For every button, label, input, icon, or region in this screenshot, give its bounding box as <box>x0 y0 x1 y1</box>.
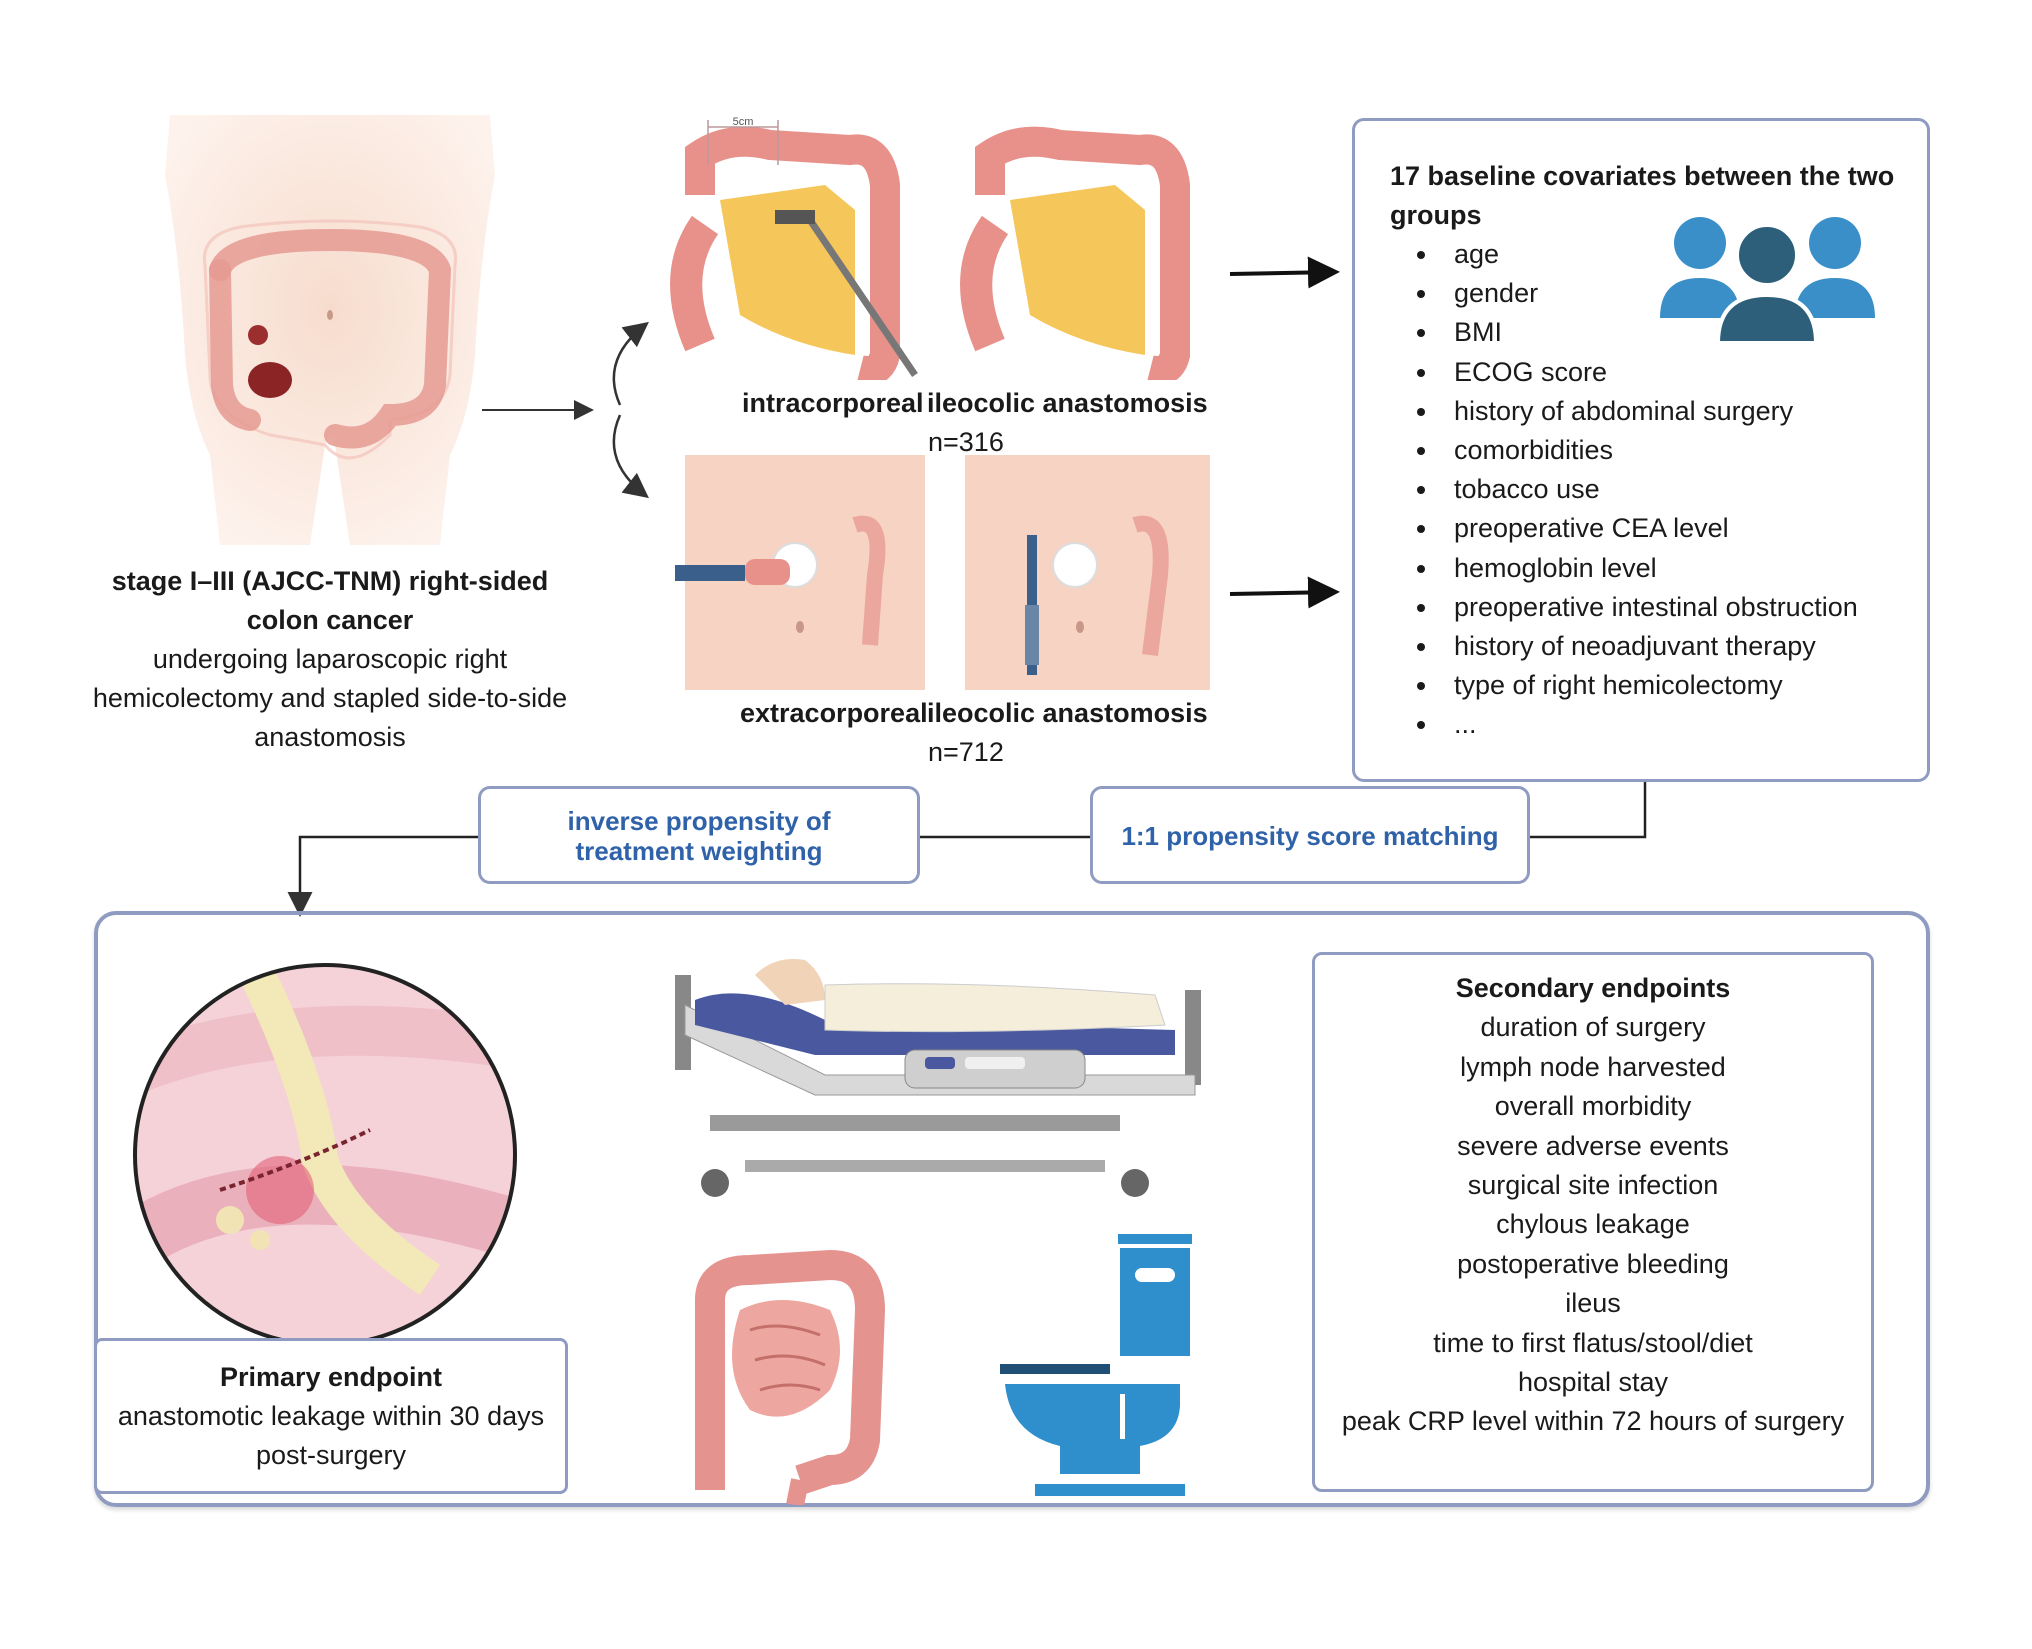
covariate-item: BMI <box>1440 313 1858 352</box>
patient-description: stage I–III (AJCC-TNM) right-sided colon… <box>80 562 580 757</box>
outcomes-panel <box>94 911 1930 1507</box>
primary-line2: post-surgery <box>255 1440 407 1470</box>
covariate-item: preoperative intestinal obstruction <box>1440 588 1858 627</box>
patient-desc-line3: anastomosis <box>254 722 406 752</box>
hospital-bed-illustration <box>675 945 1205 1205</box>
covariate-item: ... <box>1440 705 1858 744</box>
covariate-item: type of right hemicolectomy <box>1440 666 1858 705</box>
covariate-item: history of neoadjuvant therapy <box>1440 627 1858 666</box>
covariate-item: history of abdominal surgery <box>1440 392 1858 431</box>
primary-title: Primary endpoint <box>219 1362 443 1392</box>
extracorporeal-n: n=712 <box>928 737 1004 767</box>
patient-title-line2: colon cancer <box>246 605 414 635</box>
covariate-item: ECOG score <box>1440 353 1858 392</box>
covariates-title-line2: groups <box>1390 200 1482 230</box>
split-arrows <box>612 321 649 499</box>
covariates-title-line1: 17 baseline covariates between the two <box>1390 161 1895 191</box>
covariate-item: hemoglobin level <box>1440 549 1858 588</box>
secondary-item: ileus <box>1565 1288 1621 1319</box>
secondary-item: surgical site infection <box>1467 1170 1719 1201</box>
covariates-box: 17 baseline covariates between the two g… <box>1352 118 1930 782</box>
secondary-item: chylous leakage <box>1496 1209 1690 1240</box>
secondary-item: peak CRP level within 72 hours of surger… <box>1341 1406 1845 1437</box>
primary-endpoint-box: Primary endpoint anastomotic leakage wit… <box>94 1338 568 1494</box>
iptw-box: inverse propensity of treatment weightin… <box>478 786 920 884</box>
secondary-title: Secondary endpoints <box>1455 973 1731 1003</box>
patient-desc-line1: undergoing laparoscopic right <box>152 644 508 674</box>
extracorporeal-label-b: ileocolic anastomosis <box>927 698 1208 728</box>
extra-abdomen-left <box>675 455 925 690</box>
intracorporeal-n: n=316 <box>928 427 1004 457</box>
covariate-item: tobacco use <box>1440 470 1858 509</box>
patient-desc-line2: hemicolectomy and stapled side-to-side <box>92 683 568 713</box>
intestine-illustration <box>680 1240 890 1507</box>
psm-label: 1:1 propensity score matching <box>1121 821 1499 851</box>
arrow-intra-to-covariates <box>1229 256 1340 289</box>
secondary-item: duration of surgery <box>1480 1012 1706 1043</box>
intracorporeal-label-b: ileocolic anastomosis <box>927 388 1208 418</box>
torso-illustration <box>150 115 510 545</box>
extracorporeal-label-a: extracorporeal <box>740 698 928 728</box>
anastomotic-leak-illustration <box>130 960 520 1350</box>
iptw-line2: treatment weighting <box>575 836 823 866</box>
covariate-item: preoperative CEA level <box>1440 509 1858 548</box>
intracorporeal-illustration: 5cm <box>670 115 1210 386</box>
covariates-list: age gender BMI ECOG score history of abd… <box>1400 235 1858 745</box>
secondary-endpoints-box: Secondary endpoints duration of surgery … <box>1312 952 1874 1492</box>
toilet-icon <box>1000 1234 1200 1504</box>
covariate-item: comorbidities <box>1440 431 1858 470</box>
arrow-extra-to-covariates <box>1229 576 1340 609</box>
secondary-item: postoperative bleeding <box>1457 1248 1729 1279</box>
patient-title-line1: stage I–III (AJCC-TNM) right-sided <box>111 566 549 596</box>
intra-colon-right <box>960 126 1190 386</box>
intra-colon-left: 5cm <box>670 116 918 386</box>
intracorporeal-label-a: intracorporeal <box>742 388 924 418</box>
secondary-item: severe adverse events <box>1457 1130 1729 1161</box>
secondary-item: hospital stay <box>1517 1367 1669 1398</box>
extracorporeal-illustration <box>675 455 1225 690</box>
covariate-item: age <box>1440 235 1858 274</box>
extra-abdomen-right <box>965 455 1210 690</box>
secondary-item: overall morbidity <box>1494 1091 1692 1122</box>
psm-box: 1:1 propensity score matching <box>1090 786 1530 884</box>
primary-line1: anastomotic leakage within 30 days <box>117 1401 545 1431</box>
people-group-icon <box>1660 213 1875 348</box>
covariate-item: gender <box>1440 274 1858 313</box>
secondary-item: lymph node harvested <box>1460 1051 1726 1082</box>
scale-mark-text: 5cm <box>733 116 754 128</box>
methods-connector <box>287 782 1647 917</box>
iptw-line1: inverse propensity of <box>567 806 831 836</box>
secondary-item: time to first flatus/stool/diet <box>1433 1327 1753 1358</box>
